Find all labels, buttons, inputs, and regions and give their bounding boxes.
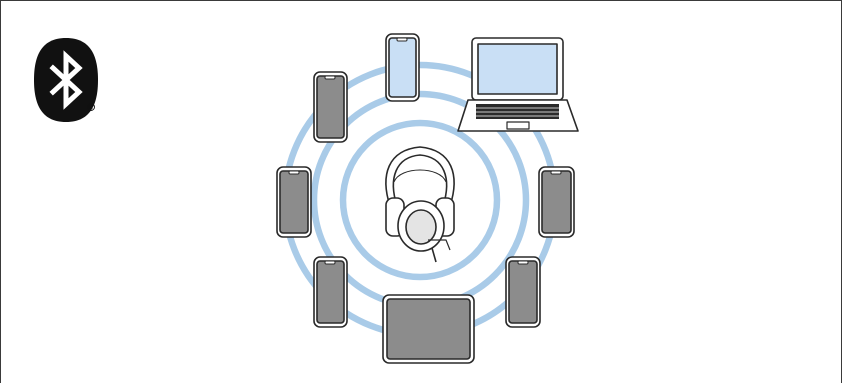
phone-lower-left — [314, 257, 347, 327]
headphone-cable — [432, 248, 436, 262]
phone-right — [539, 167, 574, 237]
laptop-keyboard — [476, 104, 559, 119]
ear-cushion — [406, 210, 436, 244]
laptop-icon — [458, 38, 578, 131]
headphones-icon — [386, 147, 454, 262]
signal-ring-inner — [343, 123, 497, 277]
tablet-bottom — [383, 295, 474, 363]
bluetooth-logo: R — [34, 38, 98, 122]
laptop-trackpad — [507, 122, 529, 129]
phone-top — [386, 34, 419, 101]
laptop-screen — [478, 44, 557, 94]
headband — [386, 147, 454, 206]
registered-mark: R — [89, 105, 93, 111]
phone-left — [277, 167, 311, 237]
phone-upper-left — [314, 72, 347, 142]
phone-lower-right — [506, 257, 540, 327]
